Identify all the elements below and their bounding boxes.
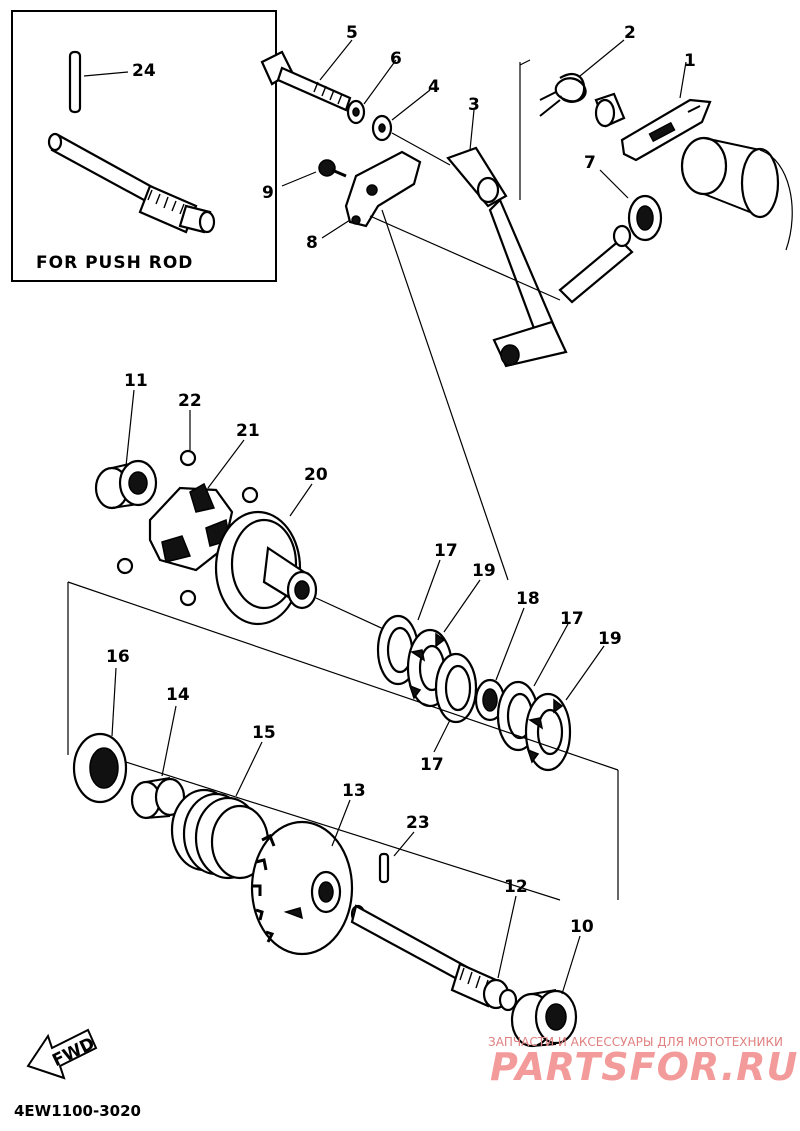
collar-18 bbox=[474, 678, 506, 722]
kick-axle-12 bbox=[350, 904, 518, 1012]
leader-24 bbox=[83, 71, 129, 77]
bearing-10 bbox=[510, 989, 578, 1048]
callout-5: 5 bbox=[346, 23, 358, 43]
callout-17-b: 17 bbox=[560, 609, 584, 629]
callout-4: 4 bbox=[428, 77, 440, 97]
plate-axis-line bbox=[369, 215, 561, 301]
spring-2 bbox=[539, 73, 587, 117]
inset-frame bbox=[11, 10, 277, 282]
shift-guide-lever-1 bbox=[620, 98, 712, 162]
callout-24: 24 bbox=[132, 61, 156, 81]
callout-16: 16 bbox=[106, 647, 130, 667]
long-leader-to-19 bbox=[381, 209, 509, 581]
callout-8: 8 bbox=[306, 233, 318, 253]
axis-guide-1 bbox=[519, 59, 531, 200]
pin-24 bbox=[68, 50, 82, 114]
collar-4 bbox=[371, 114, 393, 142]
callout-13: 13 bbox=[342, 781, 366, 801]
callout-20: 20 bbox=[304, 465, 328, 485]
push-rod-shaft bbox=[47, 132, 216, 234]
callout-23: 23 bbox=[406, 813, 430, 833]
callout-18: 18 bbox=[516, 589, 540, 609]
callout-11: 11 bbox=[124, 371, 148, 391]
collar bbox=[594, 92, 626, 128]
friction-plate-19 bbox=[524, 692, 572, 772]
callout-19-a: 19 bbox=[472, 561, 496, 581]
inset-caption: FOR PUSH ROD bbox=[36, 253, 193, 273]
callout-14: 14 bbox=[166, 685, 190, 705]
kick-gear-13 bbox=[250, 820, 354, 956]
push-rod-inset: 24 FOR PUSH ROD bbox=[11, 10, 277, 282]
callout-17-c: 17 bbox=[420, 755, 444, 775]
shift-shaft-3 bbox=[446, 146, 634, 368]
fwd-arrow: FWD bbox=[26, 1028, 98, 1080]
bearing-11 bbox=[94, 459, 158, 510]
oil-seal-7 bbox=[627, 194, 663, 242]
group-bracket bbox=[67, 581, 619, 901]
callout-1: 1 bbox=[684, 51, 696, 71]
callout-17-a: 17 bbox=[434, 541, 458, 561]
callout-3: 3 bbox=[468, 95, 480, 115]
shift-axis-line bbox=[391, 132, 451, 166]
pressure-plate-20 bbox=[214, 510, 318, 626]
callout-leaders bbox=[111, 39, 687, 995]
bolt-5 bbox=[260, 50, 352, 112]
callout-6: 6 bbox=[390, 49, 402, 69]
stopper-plate-8 bbox=[344, 150, 422, 228]
oil-seal-16 bbox=[72, 732, 128, 804]
callout-12: 12 bbox=[504, 877, 528, 897]
ball-22 bbox=[179, 449, 197, 467]
diagram-code: 4EW1100-3020 bbox=[14, 1102, 141, 1120]
callout-2: 2 bbox=[624, 23, 636, 43]
spring-15 bbox=[170, 788, 270, 880]
callout-7: 7 bbox=[584, 153, 596, 173]
watermark-line1: ЗАПЧАСТИ И АКСЕССУАРЫ ДЛЯ МОТОТЕХНИКИ bbox=[488, 1035, 783, 1049]
collar-14 bbox=[130, 777, 186, 820]
pin-23 bbox=[378, 852, 390, 884]
callout-19-b: 19 bbox=[598, 629, 622, 649]
clutch-axis-line bbox=[315, 597, 391, 633]
plate-17 bbox=[434, 652, 478, 724]
callout-9: 9 bbox=[262, 183, 274, 203]
callout-21: 21 bbox=[236, 421, 260, 441]
ball bbox=[179, 589, 197, 607]
bolt-9 bbox=[318, 159, 347, 178]
callout-22: 22 bbox=[178, 391, 202, 411]
callout-10: 10 bbox=[570, 917, 594, 937]
watermark-line2: PARTSFOR.RU bbox=[490, 1045, 798, 1089]
ball bbox=[241, 486, 259, 504]
shift-drum-part bbox=[680, 136, 793, 251]
washer-6 bbox=[346, 99, 366, 125]
callout-15: 15 bbox=[252, 723, 276, 743]
ball bbox=[116, 557, 134, 575]
